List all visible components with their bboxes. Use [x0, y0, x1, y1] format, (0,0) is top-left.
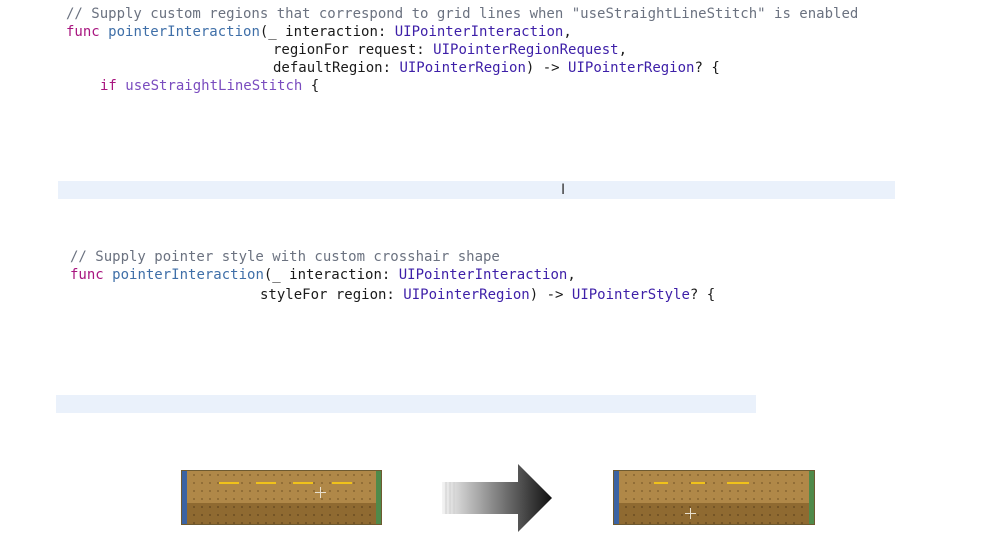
code-editor[interactable]: // Supply custom regions that correspond…: [0, 0, 1000, 450]
crosshair-icon: [315, 487, 326, 498]
param-line: styleFor region: UIPointerRegion) -> UIP…: [260, 287, 716, 303]
stitch-mark: [691, 482, 705, 484]
param-line: regionFor request: UIPointerRegionReques…: [273, 42, 628, 58]
current-line-highlight-1: [58, 181, 895, 199]
func-signature-line: func pointerInteraction(_ interaction: U…: [66, 24, 572, 40]
stitch-mark: [727, 482, 749, 484]
track-right-edge: [376, 471, 381, 524]
func-signature-line: func pointerInteraction(_ interaction: U…: [70, 267, 576, 283]
if-line: if useStraightLineStitch {: [100, 78, 320, 94]
comment-line: // Supply pointer style with custom cros…: [70, 249, 500, 265]
param-line: defaultRegion: UIPointerRegion) -> UIPoi…: [273, 60, 720, 76]
track-lower-region: [182, 503, 381, 524]
track-left-edge: [614, 471, 619, 524]
stitch-mark: [219, 482, 239, 484]
stitch-track-after: [613, 470, 815, 525]
current-line-highlight-2: [56, 395, 756, 413]
stitch-mark: [293, 482, 313, 484]
ibeam-cursor-icon: I: [561, 182, 566, 198]
track-right-edge: [809, 471, 814, 524]
track-lower-region: [614, 503, 814, 524]
stitch-mark: [256, 482, 276, 484]
track-left-edge: [182, 471, 187, 524]
comment-line: // Supply custom regions that correspond…: [66, 6, 859, 22]
track-upper-region: [614, 471, 814, 505]
stitch-mark: [332, 482, 352, 484]
stitch-mark: [654, 482, 668, 484]
crosshair-icon: [685, 508, 696, 519]
track-upper-region: [182, 471, 381, 505]
right-arrow-icon: [442, 464, 552, 532]
stitch-track-before: [181, 470, 382, 525]
